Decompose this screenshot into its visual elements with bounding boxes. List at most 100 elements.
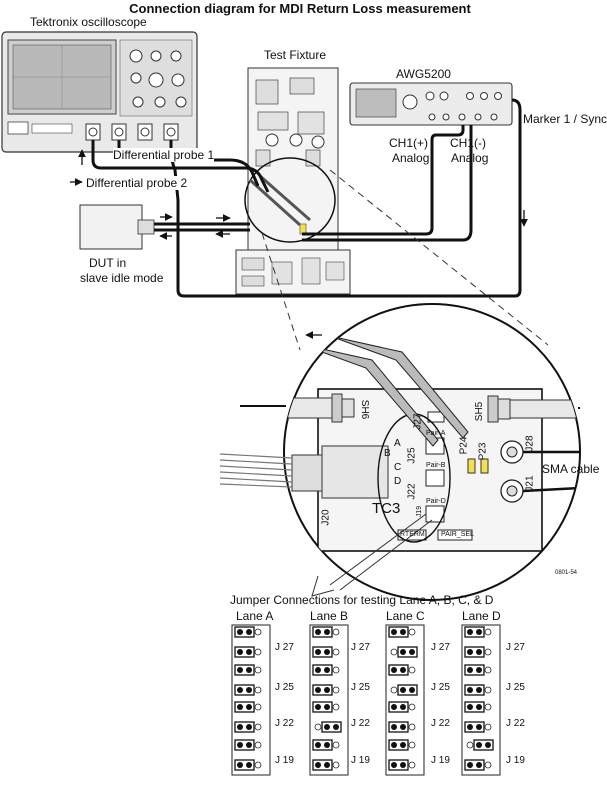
jumper-shunt [464,759,485,771]
jumper-header-row [234,701,262,713]
connector-sh6: SH6 [359,399,371,420]
jumper-pin-shorted [246,667,252,673]
jumper-pin [408,741,416,749]
jumper-pin [332,761,340,769]
jumper-header-row [312,759,340,771]
jumper-shunt [312,701,333,713]
jumper-pin [484,761,492,769]
jumper-pin [390,686,398,694]
jumper-pin-shorted [246,629,252,635]
jumper-shunt [473,739,494,751]
jumper-pin-shorted [246,687,252,693]
jumper-lane-2 [309,624,349,776]
jumper-header-row [464,646,492,658]
lane-b-label: Lane B [310,609,349,623]
jumper-header-row [312,646,340,658]
jumper-pin [390,648,398,656]
jumper-pin-shorted [476,629,482,635]
jumper-pin [332,648,340,656]
jumper-shunt [234,626,255,638]
abcd-label-d: D [394,476,402,487]
jumper-header-row [312,626,340,638]
abcd-label-a: A [394,438,401,449]
jumper-pin-shorted [324,687,330,693]
jumper-pin [254,666,262,674]
jumper-shunt [312,684,333,696]
jumper-pin-shorted [246,724,252,730]
lane-c-row-j22: J 22 [431,718,450,729]
jumper-pin [484,686,492,694]
jumper-pin-shorted [324,724,330,730]
jumper-pin-shorted [324,742,330,748]
jumper-pin [484,723,492,731]
jumper-pin [408,703,416,711]
jumper-shunt [388,739,409,751]
jumper-pin-shorted [333,724,339,730]
jumper-header-row [234,721,262,733]
dut-label-line2: slave idle mode [80,271,164,285]
jumper-pin-shorted [467,724,473,730]
lane-c-row-j27: J 27 [431,642,450,653]
lane-d-row-j22: J 22 [506,718,525,729]
jumper-shunt [388,664,409,676]
lane-a-label: Lane A [236,609,274,623]
jumper-pin-shorted [476,704,482,710]
jumper-header-row [314,721,342,733]
jumper-header-row [312,701,340,713]
tc3-label: TC3 [372,500,401,517]
figure-code: 0801-54 [555,570,578,576]
jumper-pin-shorted [391,629,397,635]
connector-p24: P24 [458,436,470,455]
jumper-pin-shorted [237,742,243,748]
jumper-pin [466,741,474,749]
pair-b-label: Pair-B [426,462,446,469]
jumper-tables [231,624,501,776]
jumper-pin-shorted [391,667,397,673]
connector-j20: J20 [320,509,332,526]
jumper-header-row [464,684,492,696]
jumper-pin [484,628,492,636]
jumper-lane-4 [461,624,501,776]
jumper-pin-shorted [467,704,473,710]
lane-d-row-j19: J 19 [506,755,525,766]
jumper-pin-shorted [324,629,330,635]
jumper-shunt [234,759,255,771]
connector-p23: P23 [477,442,489,461]
jumper-header-row [388,701,416,713]
jumper-pin [254,648,262,656]
jumper-pin-shorted [400,649,406,655]
lane-a-row-j22: J 22 [275,718,294,729]
jumper-pin [332,741,340,749]
probe1-label: Differential probe 1 [113,148,215,162]
jumper-pin [254,703,262,711]
connector-j21: J21 [524,475,536,492]
jumper-shunt [388,759,409,771]
jumper-pin-shorted [324,762,330,768]
jumper-shunt [464,664,485,676]
sma-cable-label: SMA cable [542,462,600,476]
ch1-neg-analog-label: Analog [451,151,489,165]
jumper-pin-shorted [391,762,397,768]
jumper-pin [254,686,262,694]
jumper-header-row [388,759,416,771]
jumper-pin-shorted [467,649,473,655]
jumper-shunt [312,646,333,658]
jumper-pin [254,761,262,769]
jumper-pin-shorted [476,649,482,655]
jumper-pin-shorted [476,687,482,693]
jumper-pin-shorted [246,762,252,768]
jumper-pin-shorted [237,667,243,673]
jumper-shunt [321,721,342,733]
jumper-pin-shorted [467,687,473,693]
oscilloscope-label: Tektronix oscilloscope [30,15,147,29]
jumper-header-row [390,684,418,696]
pair-sel-label: PAIR_SEL [441,531,474,538]
lane-b-row-j22: J 22 [351,718,370,729]
jumper-shunt [234,721,255,733]
jumper-header-row [464,759,492,771]
jumper-pin [408,723,416,731]
jumper-pin-shorted [476,742,482,748]
lane-c-label: Lane C [386,609,425,623]
jumper-pin [314,723,322,731]
